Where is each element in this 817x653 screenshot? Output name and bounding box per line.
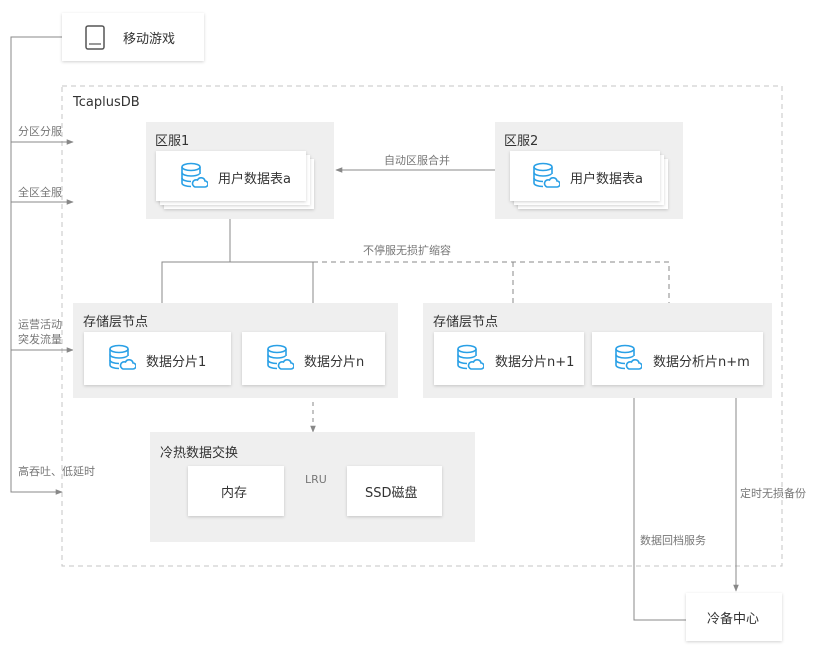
scale-label: 不停服无损扩缩容 <box>363 244 451 257</box>
zone2-title: 区服2 <box>504 134 539 149</box>
shard-1-label: 数据分片1 <box>146 355 207 370</box>
database-cloud-icon <box>267 344 294 370</box>
cluster-title: TcaplusDB <box>73 95 140 110</box>
database-cloud-icon <box>533 162 560 188</box>
zone2-table-label: 用户数据表a <box>570 172 643 187</box>
memory-label: 内存 <box>221 486 248 501</box>
restore-service-label: 数据回档服务 <box>640 534 706 547</box>
side-label-throughput: 高吞吐、低延时 <box>18 465 95 478</box>
shard-n[interactable]: 数据分片n <box>242 332 385 385</box>
shard-n-plus-m-label: 数据分析片n+m <box>653 355 750 370</box>
side-label-burst-line2: 突发流量 <box>18 333 62 346</box>
database-cloud-icon <box>615 344 642 370</box>
cold-backup-label: 冷备中心 <box>707 612 760 627</box>
storage-right-title: 存储层节点 <box>433 315 499 330</box>
shard-n-plus-1-label: 数据分片n+1 <box>495 355 575 370</box>
tablet-icon <box>85 25 105 50</box>
scheduled-backup-label: 定时无损备份 <box>740 487 806 500</box>
zone1-user-table[interactable]: 用户数据表a <box>156 151 306 201</box>
hotcold-title: 冷热数据交换 <box>160 446 239 461</box>
database-cloud-icon <box>109 344 136 370</box>
zone1-title: 区服1 <box>155 134 190 149</box>
shard-1[interactable]: 数据分片1 <box>84 332 231 385</box>
lru-label: LRU <box>305 473 327 486</box>
database-cloud-icon <box>457 344 484 370</box>
shard-n-label: 数据分片n <box>304 355 365 370</box>
storage-left-title: 存储层节点 <box>83 315 149 330</box>
shard-n-plus-m[interactable]: 数据分析片n+m <box>592 332 763 385</box>
database-cloud-icon <box>181 162 208 188</box>
zone2-user-table[interactable]: 用户数据表a <box>510 151 660 201</box>
ssd-box[interactable]: SSD磁盘 <box>347 466 442 516</box>
shard-n-plus-1[interactable]: 数据分片n+1 <box>434 332 584 385</box>
cold-backup-center[interactable]: 冷备中心 <box>686 593 782 641</box>
merge-label: 自动区服合并 <box>384 154 450 167</box>
side-label-burst-line1: 运营活动 <box>18 318 62 331</box>
client-label: 移动游戏 <box>123 32 176 47</box>
mobile-game-client[interactable]: 移动游戏 <box>62 13 204 61</box>
side-label-partition: 分区分服 <box>18 125 62 138</box>
memory-box[interactable]: 内存 <box>188 466 284 516</box>
zone1-table-label: 用户数据表a <box>218 172 291 187</box>
ssd-label: SSD磁盘 <box>365 486 418 501</box>
side-label-global: 全区全服 <box>18 186 62 199</box>
